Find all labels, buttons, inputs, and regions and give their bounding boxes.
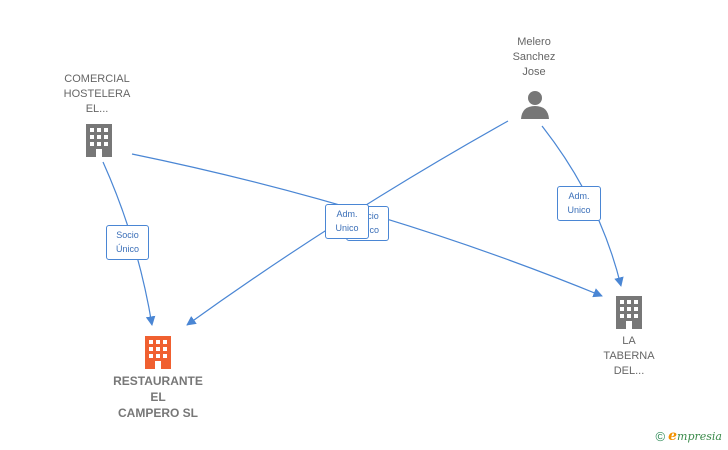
building-icon[interactable] [142,334,174,370]
node-label-comercial[interactable]: COMERCIAL HOSTELERA EL... [63,73,131,115]
copyright-icon: © [655,428,666,444]
node-label-restaurante[interactable]: RESTAURANTE EL CAMPERO SL [113,374,203,420]
building-icon[interactable] [613,294,645,330]
edge-label-melero-restaurante: Adm. Unico [325,204,369,239]
node-label-taberna[interactable]: LA TABERNA DEL... [603,335,655,377]
node-label-melero[interactable]: Melero Sanchez Jose [512,36,556,78]
empresia-watermark: © empresia [656,428,722,444]
edge-label-comercial-restaurante: Socio Único [106,225,149,260]
building-icon[interactable] [83,122,115,158]
edge-label-melero-taberna: Adm. Unico [557,186,601,221]
person-icon[interactable] [519,88,551,120]
brand-logo: empresia [668,428,722,444]
